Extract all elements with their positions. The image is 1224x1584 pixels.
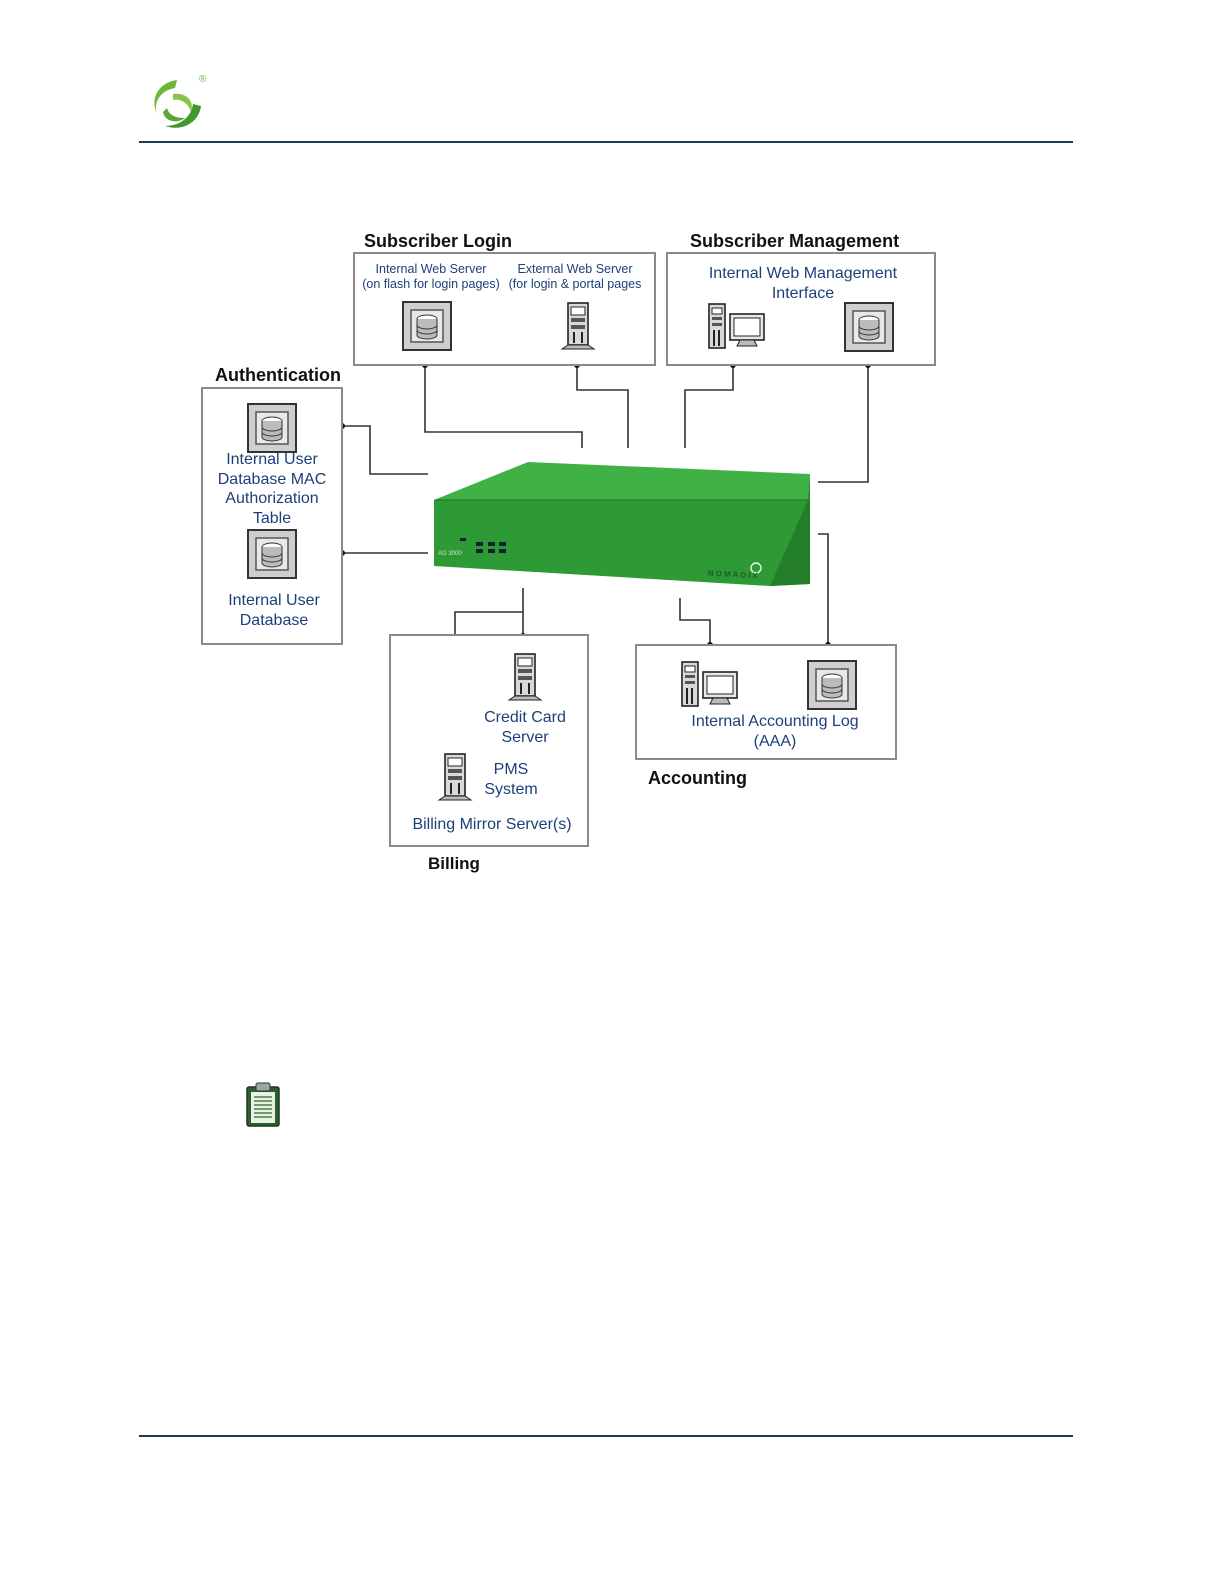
subscriber-management-title: Subscriber Management [690, 231, 900, 251]
header-rule [139, 141, 1073, 143]
company-logo: ® [143, 72, 213, 134]
mac-authorization-table-label: Internal User Database MAC Authorization… [217, 451, 327, 527]
accounting-box: Internal Accounting Log (AAA) [635, 644, 897, 760]
accounting-workstation-icon [681, 661, 738, 707]
pms-system-icon [437, 753, 473, 801]
workstation-icon [708, 303, 765, 349]
billing-mirror-label: Billing Mirror Server(s) [412, 816, 572, 833]
web-management-interface-label: Internal Web Management Interface [708, 265, 898, 302]
mac-table-db-icon [247, 403, 297, 453]
external-web-server-icon [560, 302, 596, 350]
credit-card-server-label: Credit Card Server [484, 709, 566, 746]
registered-mark: ® [199, 74, 207, 85]
accounting-title: Accounting [648, 768, 747, 788]
authentication-box: Internal User Database MAC Authorization… [201, 387, 343, 645]
subscriber-login-box: Internal Web Server (on flash for login … [353, 252, 656, 366]
user-db-icon [247, 529, 297, 579]
clipboard-note-icon [246, 1082, 280, 1127]
subscriber-management-box: Internal Web Management Interface [666, 252, 936, 366]
subscriber-login-title: Subscriber Login [364, 231, 513, 251]
pms-system-label: PMS System [484, 761, 538, 798]
billing-box: Credit Card Server PMS System Billing Mi… [389, 634, 589, 847]
internal-user-database-label: Internal User Database [228, 592, 320, 629]
internal-web-server-label: Internal Web Server (on flash for login … [362, 262, 500, 292]
device-model-label: AG 3000 [438, 551, 462, 557]
external-web-server-label: External Web Server (for login & portal … [508, 262, 642, 292]
footer-rule [139, 1435, 1073, 1437]
accounting-server-icon [807, 660, 857, 710]
authentication-title: Authentication [215, 365, 341, 385]
company-swirl-logo-icon [154, 80, 201, 128]
credit-card-server-icon [507, 653, 543, 701]
accounting-log-label: Internal Accounting Log (AAA) [691, 713, 859, 750]
billing-title: Billing [428, 854, 480, 873]
management-server-icon [844, 302, 894, 352]
internal-web-server-icon [402, 301, 452, 351]
